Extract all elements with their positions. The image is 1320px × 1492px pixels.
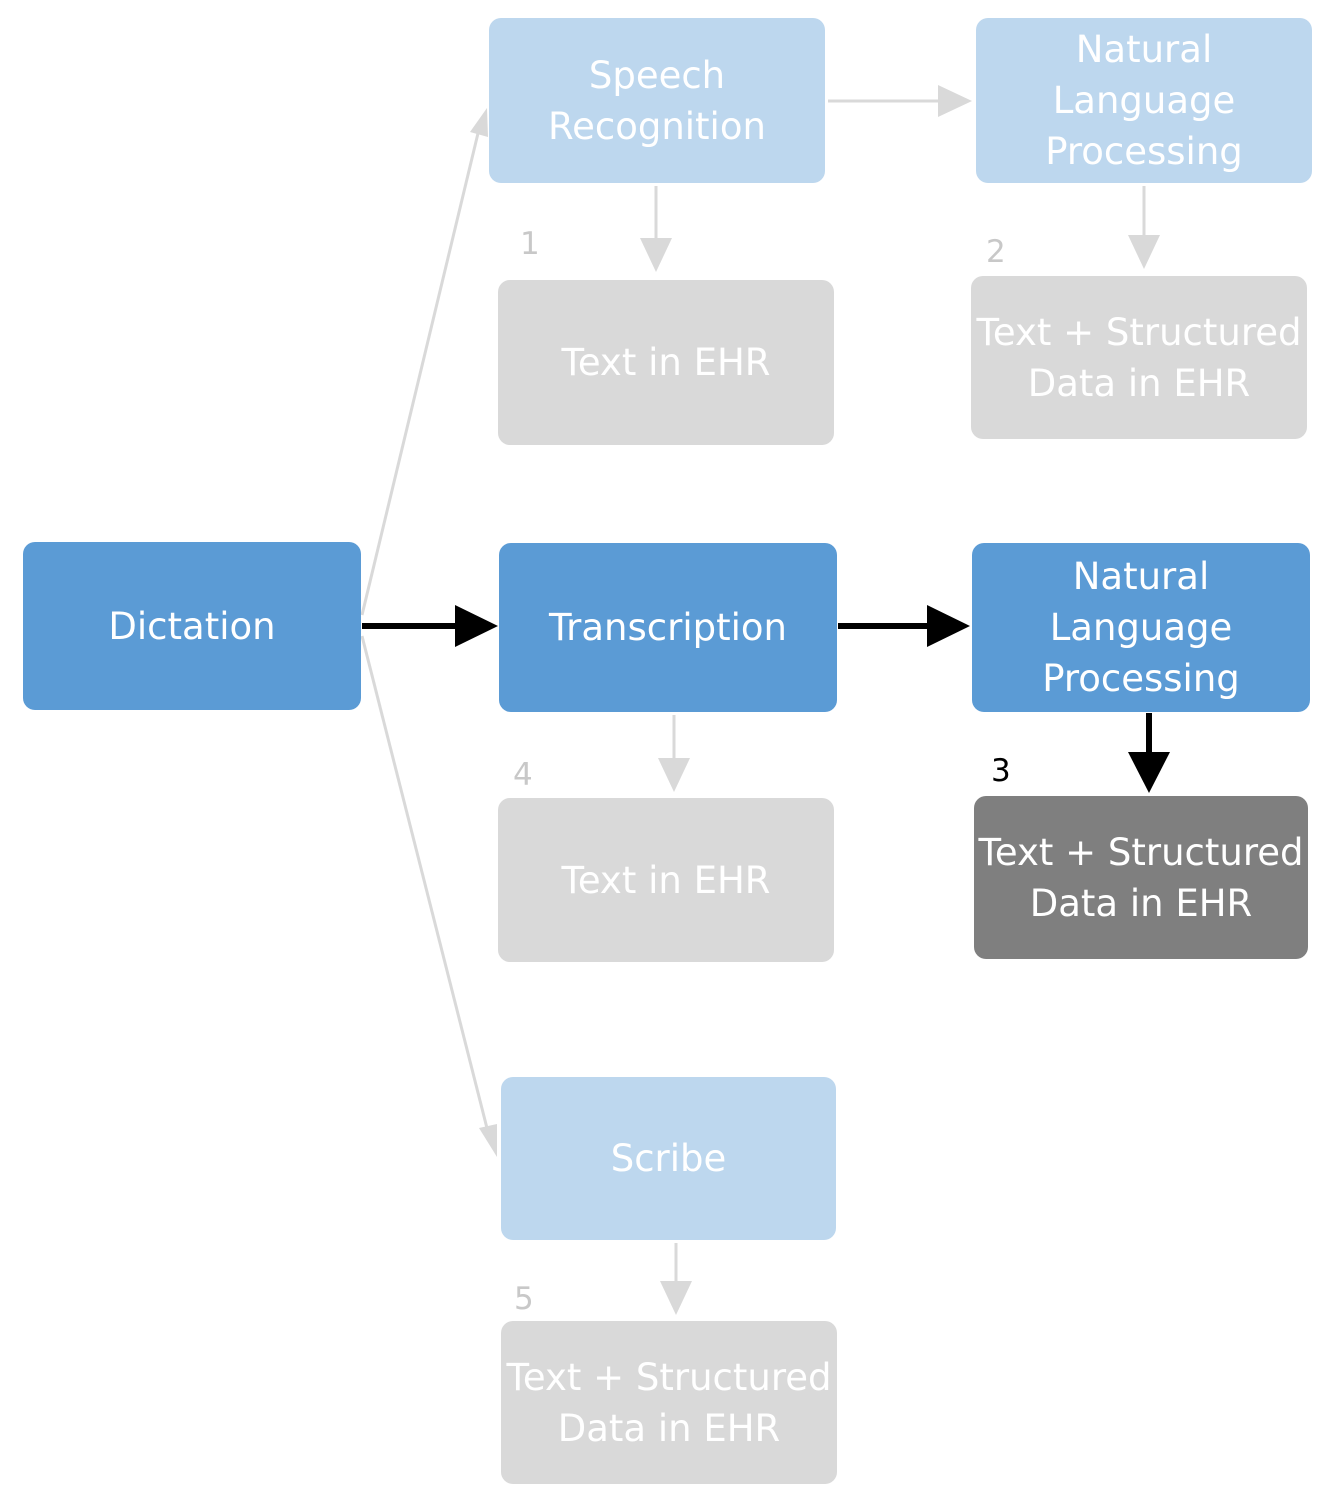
text-structured-3-box: Text + Structured Data in EHR [974, 796, 1308, 959]
pathway-number-2: 2 [986, 234, 1006, 270]
arrowhead-speech [470, 108, 488, 137]
arrowhead-text5 [660, 1281, 692, 1315]
arrow-dictation-to-scribe [360, 635, 492, 1141]
pathway-number-5: 5 [514, 1281, 534, 1317]
transcription-label: Transcription [549, 606, 787, 649]
arrowhead-nlp-top [938, 85, 972, 117]
scribe-box: Scribe [501, 1077, 836, 1240]
text-in-ehr-4-label: Text in EHR [561, 858, 771, 902]
pathway-number-3: 3 [991, 753, 1011, 789]
nlp-middle-box: Natural Language Processing [972, 543, 1310, 712]
speech-recognition-box: Speech Recognition [489, 18, 825, 183]
nlp-middle-label: Natural Language Processing [1042, 555, 1240, 700]
arrowhead-scribe [479, 1124, 497, 1157]
transcription-box: Transcription [499, 543, 837, 712]
text-in-ehr-1-label: Text in EHR [561, 341, 771, 384]
pathway-number-1: 1 [520, 226, 540, 262]
dictation-label: Dictation [108, 604, 276, 648]
scribe-label: Scribe [610, 1137, 727, 1180]
text-structured-5-box: Text + Structured Data in EHR [501, 1321, 837, 1484]
arrowhead-text1 [640, 238, 672, 272]
arrowhead-text2 [1128, 235, 1160, 269]
nlp-top-label: Natural Language Processing [1045, 28, 1243, 173]
text-structured-5-label: Text + Structured Data in EHR [506, 1355, 832, 1450]
active-arrows [362, 605, 1170, 793]
arrowhead-text3 [1128, 752, 1170, 793]
arrow-dictation-to-speech [360, 124, 482, 616]
text-structured-2-label: Text + Structured Data in EHR [976, 310, 1302, 405]
arrowhead-nlp-middle [927, 605, 970, 647]
arrowhead-transcription [455, 605, 498, 647]
speech-recognition-label: Speech Recognition [548, 53, 766, 148]
text-in-ehr-4-box: Text in EHR [498, 798, 834, 962]
pathway-number-4: 4 [513, 757, 533, 793]
inactive-arrows [360, 85, 1160, 1315]
text-in-ehr-1-box: Text in EHR [498, 280, 834, 445]
text-structured-3-label: Text + Structured Data in EHR [978, 830, 1304, 925]
nlp-top-box: Natural Language Processing [976, 18, 1312, 183]
dictation-box: Dictation [23, 542, 361, 710]
arrowhead-text4 [658, 758, 690, 792]
text-structured-2-box: Text + Structured Data in EHR [971, 276, 1307, 439]
